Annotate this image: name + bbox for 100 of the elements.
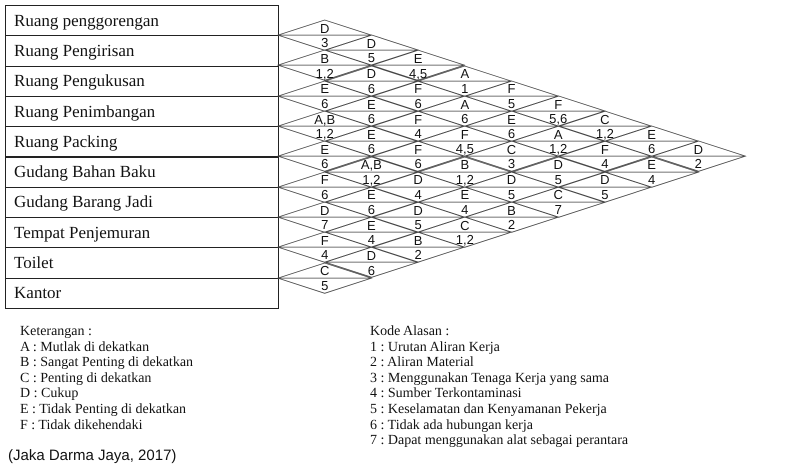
legend-entry: 7 : Dapat menggunakan alat sebagai perantara <box>370 433 628 448</box>
department-row <box>5 247 279 279</box>
closeness-code: F <box>508 82 516 96</box>
legend-entry: 3 : Menggunakan Tenaga Kerja yang sama <box>370 370 610 386</box>
closeness-code: B <box>460 158 470 172</box>
reason-code: 2 <box>508 218 516 232</box>
reason-code: 6 <box>368 202 375 216</box>
department-name: Gudang Bahan Baku <box>14 162 156 182</box>
closeness-code: F <box>600 142 609 156</box>
department-name: Tempat Penjemuran <box>14 222 150 243</box>
reason-code: 6 <box>321 188 328 201</box>
reason-code: 1,2 <box>456 233 474 246</box>
reason-code: 6 <box>368 264 375 277</box>
reason-code: 5,6 <box>549 112 568 126</box>
closeness-code: D <box>413 204 423 217</box>
department-name: Ruang Packing <box>14 132 118 152</box>
reason-code: 7 <box>321 218 328 232</box>
closeness-code: E <box>367 98 376 111</box>
reason-code: 5 <box>508 188 516 201</box>
closeness-code: E <box>367 188 376 202</box>
department-name: Kantor <box>14 283 62 304</box>
legend-entry: 4 : Sumber Terkontaminasi <box>370 386 522 402</box>
legend-entry: 5 : Keselamatan dan Kenyamanan Pekerja <box>370 402 607 417</box>
reason-code: 3 <box>508 157 516 170</box>
legend-entry: C : Penting di dekatkan <box>20 370 152 386</box>
closeness-code: A <box>460 67 470 80</box>
reason-code: 4 <box>368 233 375 246</box>
reason-code: 6 <box>321 96 328 110</box>
department-name: Ruang Penimbangan <box>14 102 156 122</box>
department-row <box>5 35 279 67</box>
reason-code: 6 <box>414 157 422 170</box>
legend-entry: A : Mutlak di dekatkan <box>20 340 150 355</box>
closeness-code: D <box>320 204 330 217</box>
reason-code: 6 <box>368 142 375 156</box>
reason-code: 5 <box>368 51 375 64</box>
reason-code: 6 <box>414 96 422 110</box>
department-name: Ruang Pengirisan <box>14 40 134 61</box>
reason-code: 3 <box>321 36 328 50</box>
closeness-code: C <box>506 142 516 156</box>
closeness-code: F <box>414 142 422 156</box>
department-name: Gudang Barang Jadi <box>14 192 153 212</box>
closeness-code: E <box>647 128 656 141</box>
closeness-code: B <box>414 234 422 247</box>
closeness-code: F <box>320 173 329 186</box>
reason-code: 5 <box>321 278 328 292</box>
reason-code: 4 <box>601 157 608 170</box>
reason-code: 4 <box>321 248 328 262</box>
reason-code: 2 <box>414 248 422 262</box>
department-name: Ruang penggorengan <box>14 10 159 31</box>
closeness-code: B <box>320 52 330 66</box>
reason-code: 1,2 <box>549 142 568 156</box>
closeness-code: E <box>414 52 422 66</box>
closeness-code: C <box>600 112 610 126</box>
closeness-code: E <box>320 142 330 156</box>
reason-code: 4 <box>414 188 422 201</box>
legend-entry: 2 : Aliran Material <box>370 355 474 370</box>
department-row <box>5 278 279 309</box>
legend-entry: E : Tidak Penting di dekatkan <box>20 402 186 417</box>
closeness-code: E <box>367 218 376 232</box>
department-name: Ruang Pengukusan <box>14 71 145 92</box>
department-row <box>5 186 279 218</box>
closeness-code: C <box>320 264 330 278</box>
reason-code: 5 <box>601 188 608 201</box>
reason-code: 6 <box>368 112 375 126</box>
closeness-code: A <box>460 98 470 111</box>
reason-code: 1,2 <box>456 172 474 186</box>
legend-entry: D : Cukup <box>20 386 78 402</box>
reason-code: 1,2 <box>316 66 334 80</box>
closeness-code: D <box>506 173 516 186</box>
reason-code: 4 <box>414 127 422 140</box>
reason-code: 1,2 <box>362 172 380 186</box>
closeness-code: E <box>507 112 516 126</box>
closeness-code: D <box>600 173 610 186</box>
reason-code: 6 <box>321 157 328 170</box>
closeness-code: F <box>414 82 422 96</box>
reason-code: 6 <box>461 112 468 126</box>
department-row <box>5 5 279 36</box>
closeness-code: C <box>554 188 563 202</box>
reason-code: 6 <box>368 82 375 95</box>
legend-entry: F : Tidak dikehendaki <box>20 418 143 433</box>
legend-heading: Kode Alasan : <box>370 324 450 339</box>
reason-code: 6 <box>508 127 516 140</box>
closeness-code: F <box>460 128 469 141</box>
closeness-code: E <box>647 158 656 172</box>
reason-code: 5 <box>508 96 516 110</box>
closeness-code: D <box>554 158 563 172</box>
legend-heading: Keterangan : <box>20 324 92 339</box>
closeness-code: D <box>366 249 376 262</box>
reason-code: 5 <box>554 172 562 186</box>
reason-code: 4,5 <box>456 142 474 156</box>
department-row <box>5 217 279 248</box>
closeness-code: E <box>460 188 470 202</box>
closeness-code: D <box>366 67 376 80</box>
department-name: Toilet <box>14 253 54 274</box>
closeness-code: B <box>507 204 516 217</box>
legend-entry: 6 : Tidak ada hubungan kerja <box>370 418 533 433</box>
reason-code: 4,5 <box>409 66 428 80</box>
reason-code: 4 <box>461 202 468 216</box>
reason-code: 5 <box>414 218 422 232</box>
closeness-code: A,B <box>314 112 336 126</box>
